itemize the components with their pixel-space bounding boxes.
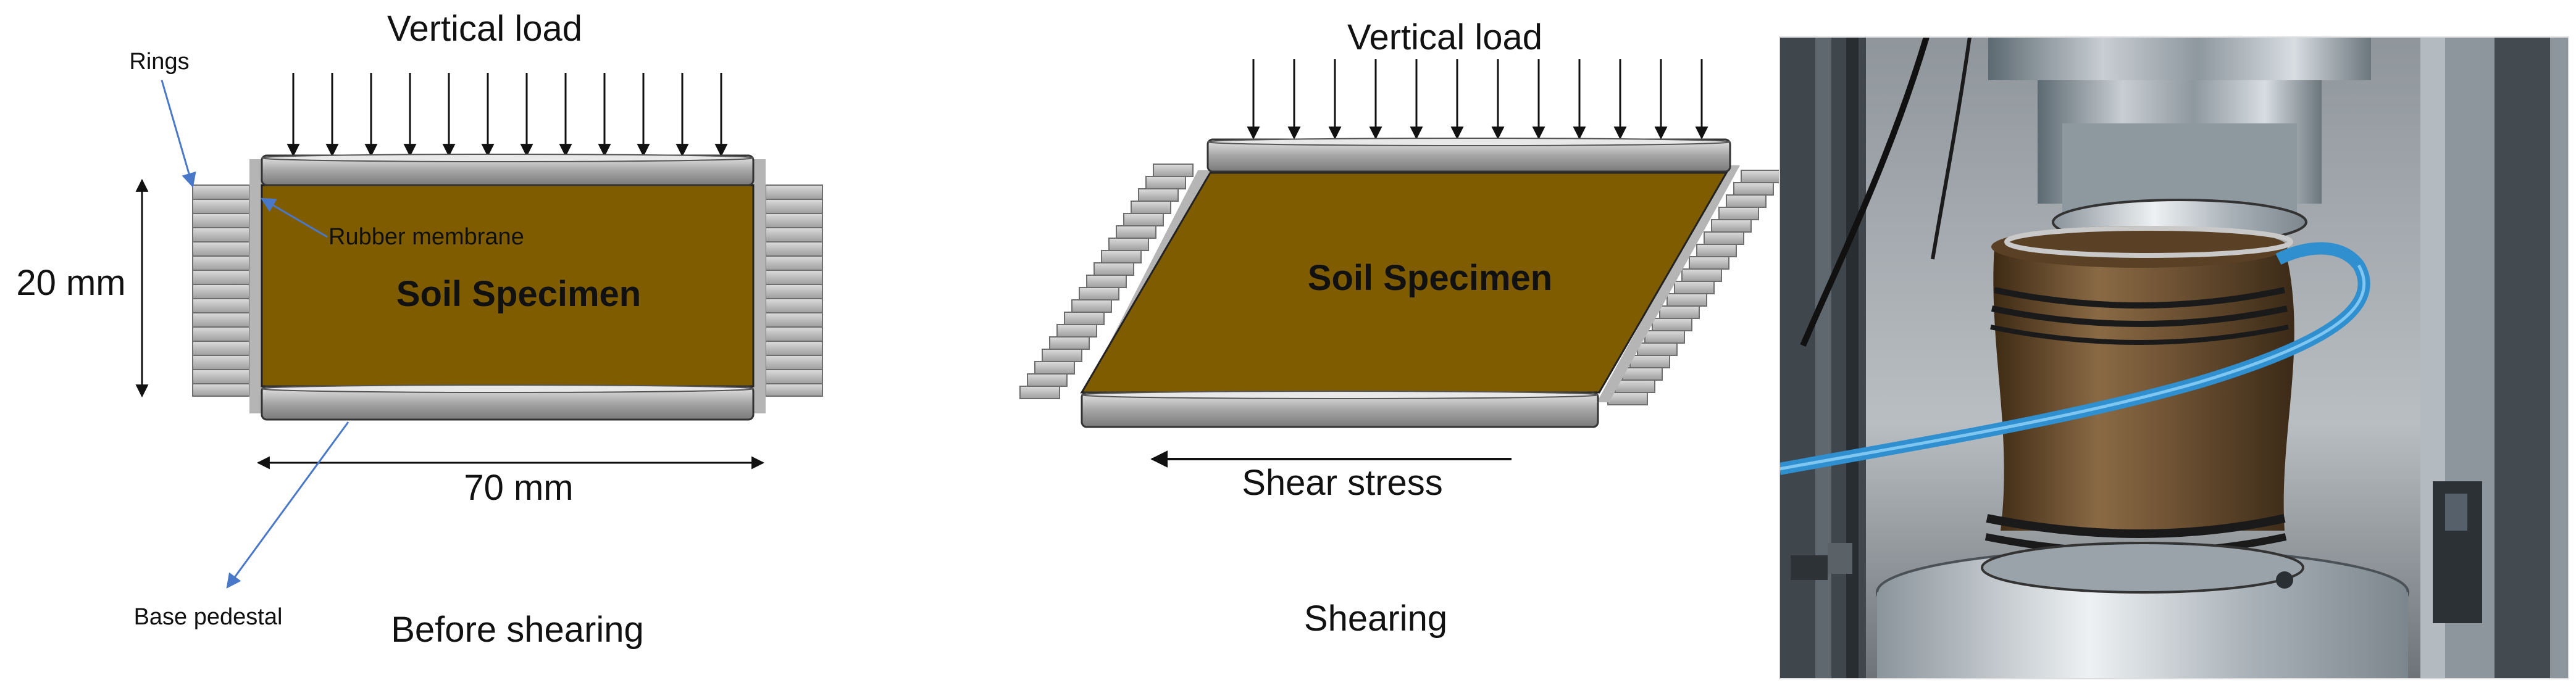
shear-stress-label: Shear stress [1242, 463, 1443, 503]
membrane-right [753, 159, 766, 413]
top-cap-sheared [1206, 138, 1731, 173]
vertical-load-label-before: Vertical load [387, 9, 582, 49]
membrane-left [249, 159, 262, 413]
rubber-membrane-pointer [260, 197, 328, 238]
rings-stack-left-sheared [1019, 164, 1194, 399]
vertical-load-label-shearing: Vertical load [1347, 17, 1542, 57]
soil-specimen-label-shearing: Soil Specimen [1308, 258, 1552, 298]
base-pedestal-sheared [1081, 391, 1599, 428]
photo-of-test-apparatus [1779, 37, 2569, 679]
base-pedestal-pointer [226, 421, 349, 589]
rings-pointer [161, 80, 196, 188]
soil-specimen-sheared [1080, 172, 1728, 394]
rubber-membrane-label: Rubber membrane [328, 224, 524, 250]
vertical-load-arrows-before [286, 73, 728, 157]
width-dimension-label: 70 mm [464, 468, 573, 508]
base-pedestal-before [261, 384, 755, 421]
rings-stack-left [192, 184, 250, 397]
shearing-caption: Shearing [1304, 599, 1447, 639]
soil-specimen-before [261, 184, 755, 387]
before-shearing-caption: Before shearing [391, 610, 643, 650]
rings-stack-right-sheared [1607, 170, 1781, 405]
rings-stack-right [765, 184, 823, 397]
vertical-load-arrows-shearing [1247, 59, 1708, 140]
height-dimension-label: 20 mm [16, 263, 125, 303]
soil-specimen-label-before: Soil Specimen [396, 274, 641, 314]
rings-label: Rings [129, 49, 189, 75]
base-pedestal-label: Base pedestal [134, 604, 283, 630]
before-shearing-diagram: Vertical load [16, 9, 823, 650]
photo-frame [1779, 36, 2569, 679]
top-cap-before [261, 154, 755, 186]
shearing-diagram: Vertical load [1019, 17, 1781, 639]
membrane-right-sheared [1597, 165, 1740, 402]
